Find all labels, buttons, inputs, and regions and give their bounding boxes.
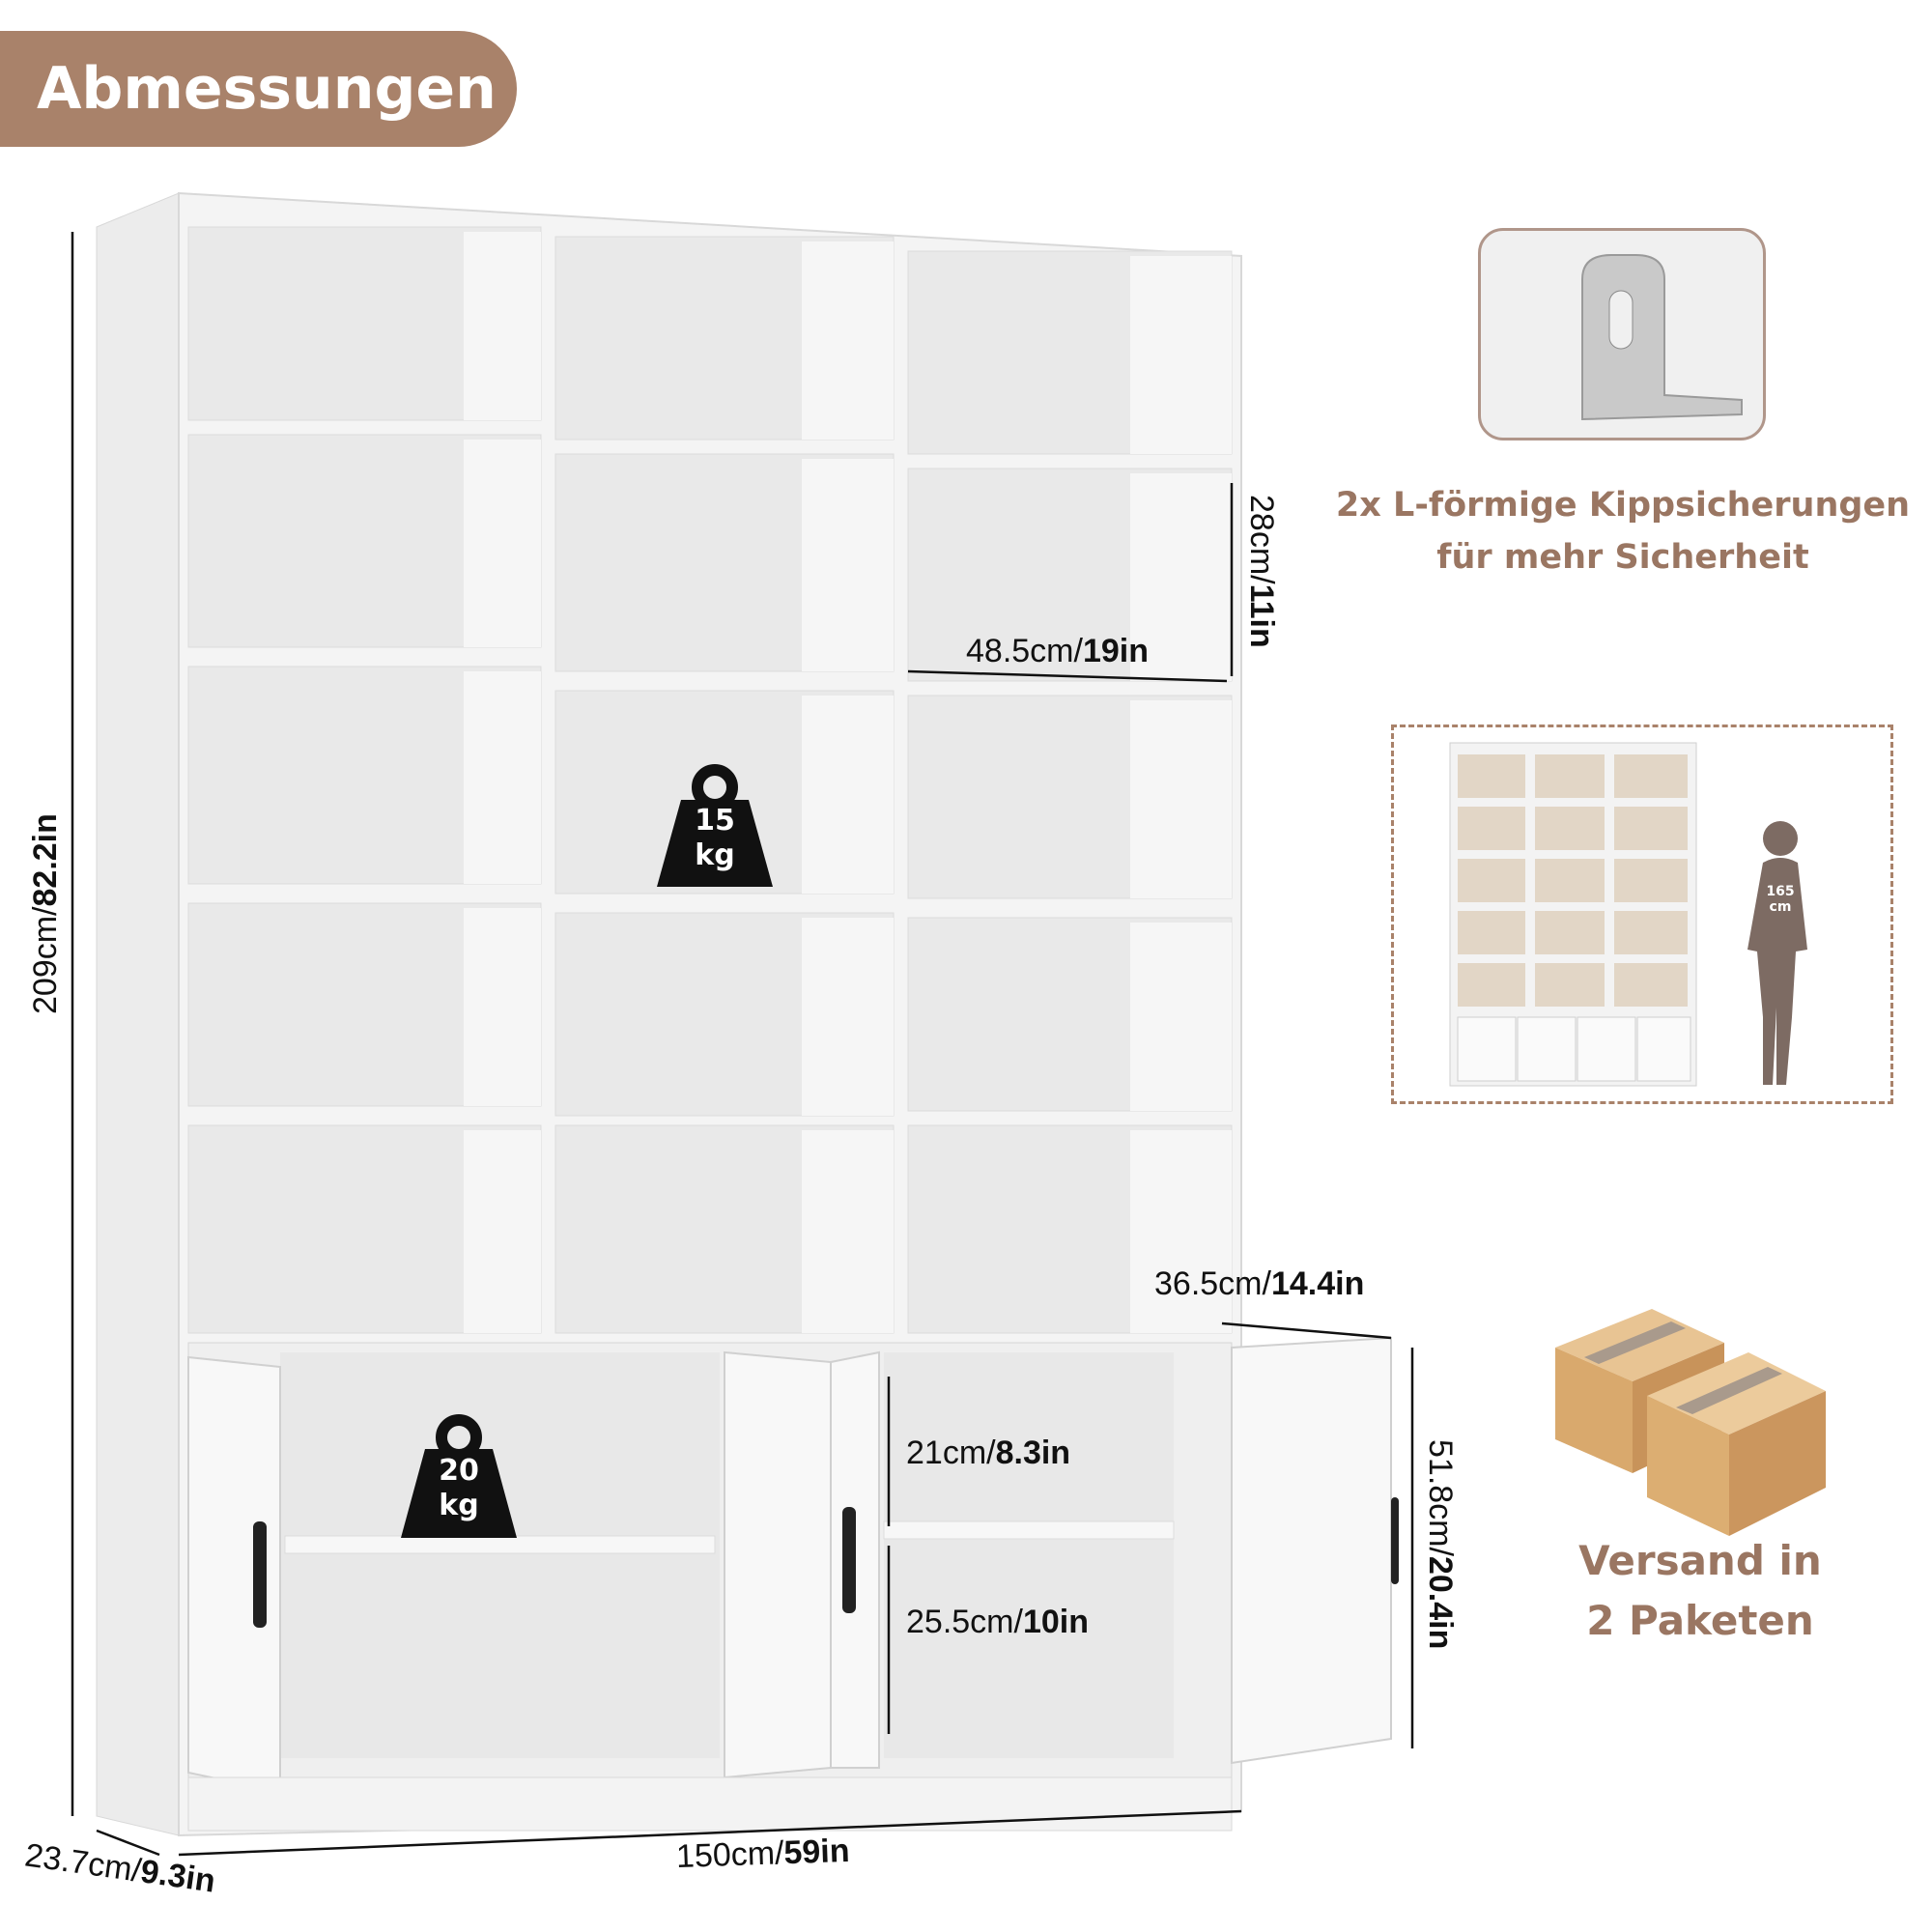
weight-unit: kg	[695, 838, 735, 872]
anti-tip-caption: 2x L-förmige Kippsicherungen für mehr Si…	[1335, 486, 1911, 577]
weight-icon-20kg	[401, 1414, 517, 1538]
l-bracket-icon	[1581, 254, 1743, 421]
door-width-label: 36.5cm/14.4in	[1154, 1265, 1365, 1302]
weight-badge-shelf: 15 kg	[667, 804, 763, 873]
handle-icon	[253, 1521, 267, 1628]
scale-comparison-panel: 165 cm	[1391, 724, 1893, 1104]
person-height-label: 165 cm	[1766, 884, 1795, 915]
anti-tip-bracket-panel	[1478, 228, 1766, 440]
page-title: Abmessungen	[0, 31, 517, 147]
bookcase-thumbnail	[1449, 742, 1807, 1087]
cabinet-lower-label: 25.5cm/10in	[906, 1604, 1089, 1640]
cabinet-upper-label: 21cm/8.3in	[906, 1435, 1071, 1471]
cabinet-doors	[187, 1336, 1392, 1794]
person-silhouette-icon	[1747, 821, 1807, 1085]
shipping-caption: Versand in 2 Paketen	[1578, 1537, 1822, 1644]
weight-value: 20	[439, 1454, 479, 1488]
weight-value: 15	[695, 804, 735, 838]
weight-unit: kg	[439, 1489, 479, 1522]
weight-icon-15kg	[657, 764, 773, 887]
shelf-width-label: 48.5cm/19in	[966, 633, 1149, 669]
weight-badge-cabinet: 20 kg	[411, 1454, 507, 1523]
